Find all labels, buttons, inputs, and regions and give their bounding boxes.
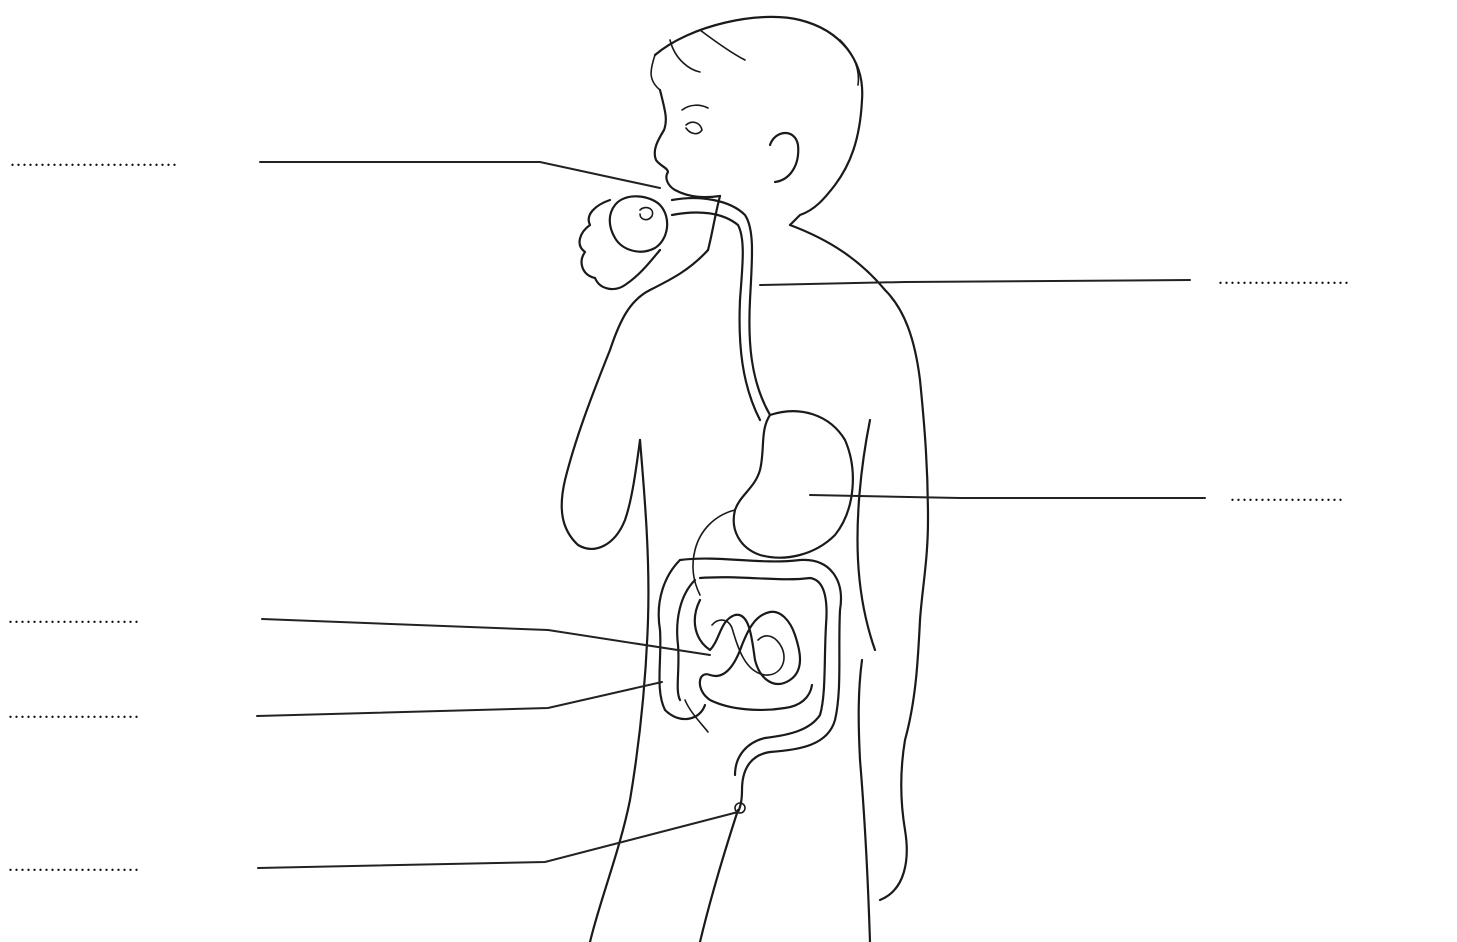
duodenum [693,510,735,595]
leader-oesophagus [760,280,1190,285]
apple-icon [610,196,667,251]
label-blank-oesophagus[interactable]: ...................... [1218,268,1350,288]
large-intestine-inner [677,577,826,775]
hair-strands [651,30,858,90]
leader-large-intestine [257,682,662,716]
oesophagus-inner [672,212,760,420]
oesophagus-drawing [672,198,770,415]
large-intestine-drawing [659,559,841,812]
label-blank-stomach[interactable]: ................... [1230,485,1344,505]
back-contour [858,420,876,650]
neck-front [708,196,720,250]
face-profile [655,90,720,197]
eyebrow [682,105,708,110]
ear [770,133,798,182]
leader-anus [258,812,738,868]
eye [686,122,702,133]
label-blank-anus[interactable]: ...................... [8,855,140,875]
apple-bite [640,208,653,220]
stomach-drawing [734,411,853,557]
small-intestine-drawing [695,600,812,710]
leader-mouth [260,162,660,188]
leg-line [700,810,738,942]
forearm [562,250,708,549]
leg-line-back [859,660,870,942]
leader-small-intestine [262,619,710,655]
label-blank-mouth[interactable]: ............................ [10,150,178,170]
label-blank-small-intestine[interactable]: ...................... [8,607,140,627]
leader-stomach [810,495,1205,498]
label-blank-large-intestine[interactable]: ...................... [8,702,140,722]
